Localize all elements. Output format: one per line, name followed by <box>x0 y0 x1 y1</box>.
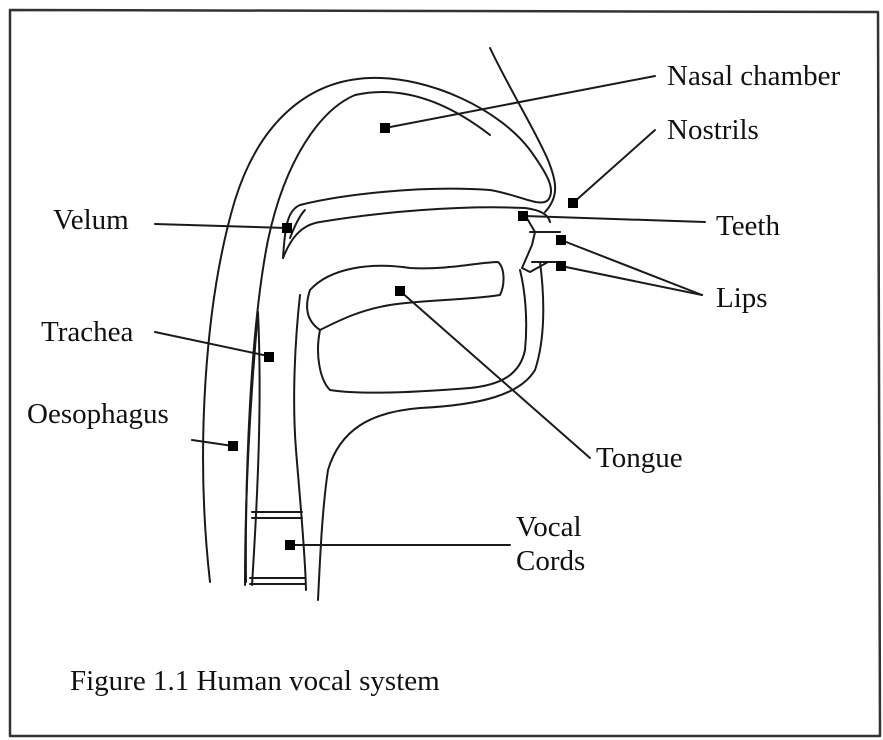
leader-oesophagus <box>192 440 233 446</box>
marker-trachea <box>264 352 274 362</box>
label-teeth: Teeth <box>716 212 780 241</box>
label-trachea: Trachea <box>41 318 133 347</box>
marker-oesophagus <box>228 441 238 451</box>
leader-lips-lower <box>561 266 702 295</box>
marker-velum <box>282 223 292 233</box>
marker-lips-lower <box>556 261 566 271</box>
label-velum: Velum <box>53 206 129 235</box>
marker-vocal-cords <box>285 540 295 550</box>
pharynx-outline <box>318 262 543 600</box>
figure-caption: Figure 1.1 Human vocal system <box>70 665 440 698</box>
leader-nasal-chamber <box>385 76 655 128</box>
leader-lips-upper <box>561 240 702 295</box>
marker-nasal-chamber <box>380 123 390 133</box>
teeth-outline <box>522 215 548 272</box>
leader-tongue <box>400 291 590 458</box>
label-nasal-chamber: Nasal chamber <box>667 62 840 91</box>
marker-lips-upper <box>556 235 566 245</box>
label-vocal-cords: Vocal Cords <box>516 510 585 578</box>
marker-teeth <box>518 211 528 221</box>
leader-velum <box>155 224 287 228</box>
leader-nostrils <box>573 130 655 203</box>
label-tongue: Tongue <box>596 444 683 473</box>
label-lips: Lips <box>716 284 768 313</box>
palate-outline <box>283 207 550 258</box>
marker-nostrils <box>568 198 578 208</box>
leader-teeth <box>525 216 705 222</box>
marker-tongue <box>395 286 405 296</box>
label-oesophagus: Oesophagus <box>27 400 169 429</box>
leader-trachea <box>155 332 268 356</box>
label-nostrils: Nostrils <box>667 116 759 145</box>
nose-outline <box>490 48 555 212</box>
label-vocal-cords-line2: Cords <box>516 544 585 578</box>
label-vocal-cords-line1: Vocal <box>516 510 585 544</box>
